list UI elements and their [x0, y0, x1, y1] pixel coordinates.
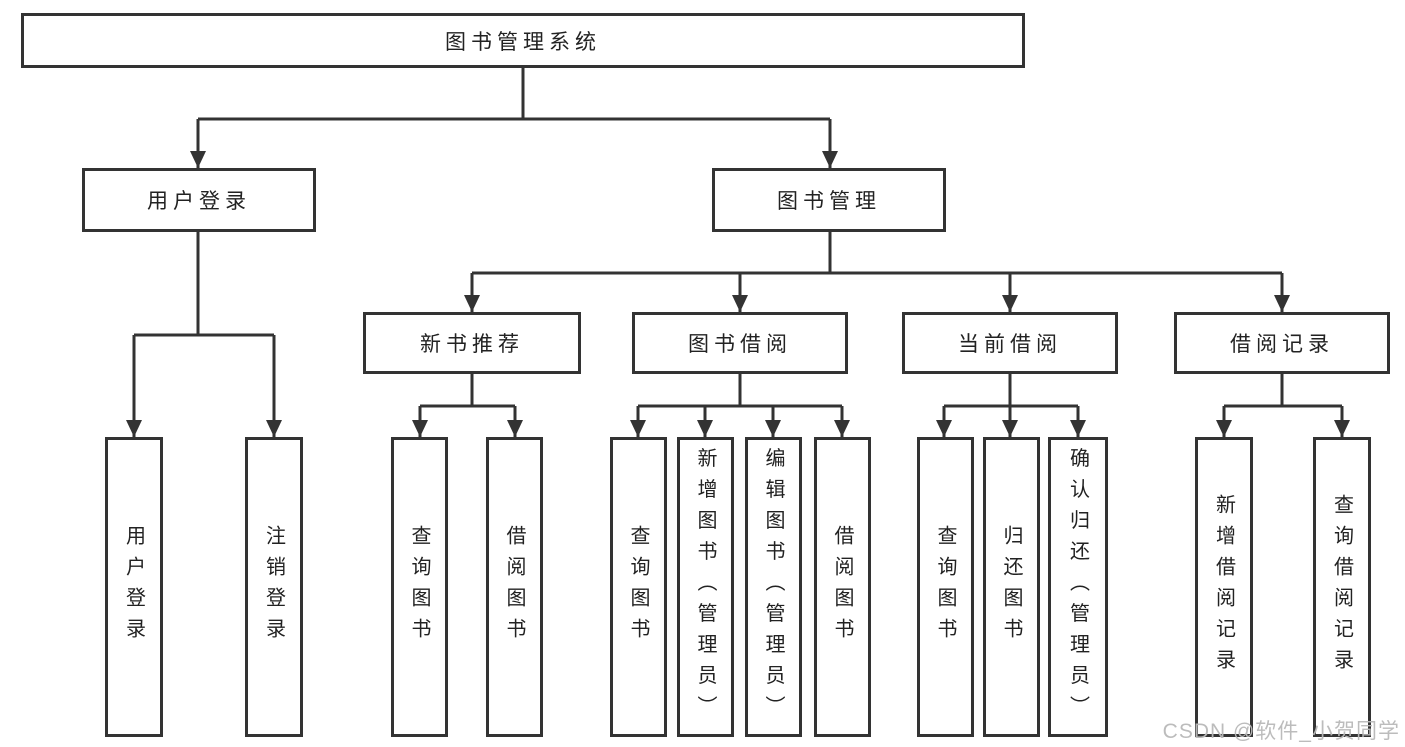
- node-borrowing-records: 借阅记录: [1174, 312, 1390, 374]
- leaf-edit-books-admin: 编辑图书（管理员）: [745, 437, 802, 737]
- leaf-label: 查询图书: [934, 525, 956, 649]
- leaf-search-borrow-record: 查询借阅记录: [1313, 437, 1371, 737]
- leaf-label: 查询借阅记录: [1330, 494, 1353, 680]
- node-library-management-system: 图书管理系统: [21, 13, 1025, 68]
- node-label: 借阅记录: [1230, 333, 1334, 356]
- node-current-borrowing: 当前借阅: [902, 312, 1118, 374]
- node-label: 新书推荐: [420, 333, 524, 356]
- node-label: 图书管理系统: [445, 30, 601, 54]
- node-book-borrowing: 图书借阅: [632, 312, 848, 374]
- leaf-borrow-books-recommend: 借阅图书: [486, 437, 543, 737]
- leaf-borrow-books-borrowing: 借阅图书: [814, 437, 871, 737]
- leaf-search-books-current: 查询图书: [917, 437, 974, 737]
- leaf-search-books-borrowing: 查询图书: [610, 437, 667, 737]
- node-label: 图书借阅: [688, 333, 792, 356]
- leaf-label: 注销登录: [262, 525, 285, 649]
- leaf-label: 用户登录: [122, 525, 145, 649]
- leaf-label: 新增图书（管理员）: [694, 447, 716, 727]
- leaf-label: 编辑图书（管理员）: [762, 447, 784, 727]
- leaf-label: 归还图书: [1000, 525, 1022, 649]
- node-label: 图书管理: [777, 190, 881, 213]
- leaf-label: 确认归还（管理员）: [1066, 447, 1089, 727]
- leaf-add-books-admin: 新增图书（管理员）: [677, 437, 734, 737]
- node-book-management: 图书管理: [712, 168, 946, 232]
- leaf-label: 查询图书: [408, 525, 430, 649]
- node-new-book-recommendation: 新书推荐: [363, 312, 581, 374]
- leaf-confirm-return-admin: 确认归还（管理员）: [1048, 437, 1108, 737]
- leaf-return-books: 归还图书: [983, 437, 1040, 737]
- leaf-label: 查询图书: [627, 525, 649, 649]
- leaf-add-borrow-record: 新增借阅记录: [1195, 437, 1253, 737]
- leaf-logout: 注销登录: [245, 437, 303, 737]
- leaf-label: 新增借阅记录: [1212, 494, 1235, 680]
- leaf-user-login: 用户登录: [105, 437, 163, 737]
- leaf-label: 借阅图书: [503, 525, 525, 649]
- node-label: 当前借阅: [958, 333, 1062, 356]
- leaf-search-books-recommend: 查询图书: [391, 437, 448, 737]
- node-user-login: 用户登录: [82, 168, 316, 232]
- leaf-label: 借阅图书: [831, 525, 853, 649]
- csdn-watermark: CSDN @软件_小贺同学: [1162, 720, 1400, 743]
- node-label: 用户登录: [147, 190, 251, 213]
